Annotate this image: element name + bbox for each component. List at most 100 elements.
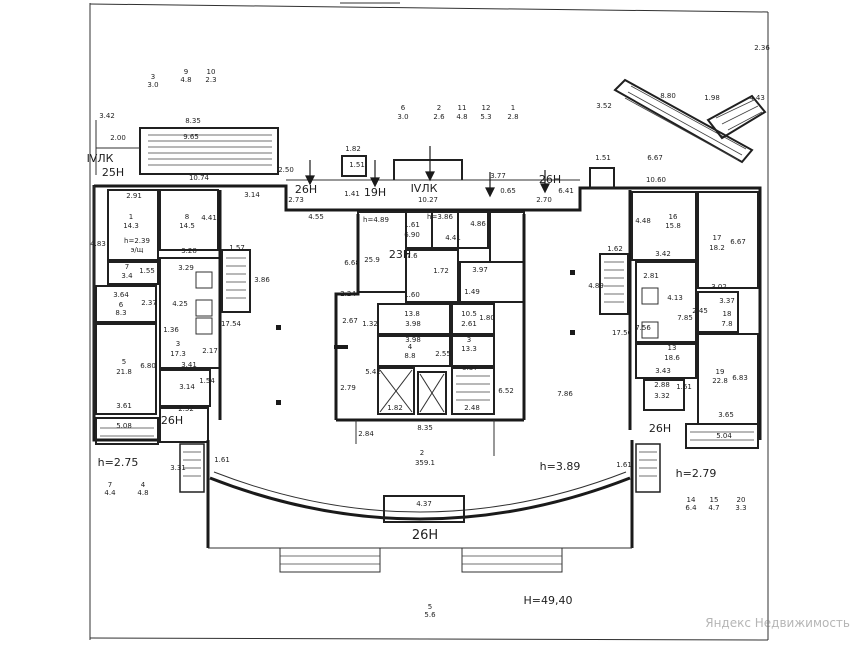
plan-label: 5.37 <box>462 364 478 372</box>
plan-label: 25.9 <box>364 256 380 264</box>
plan-label: 2.84 <box>358 430 374 438</box>
plan-label: 25Н <box>102 166 124 179</box>
plan-label: 2.8 <box>507 113 518 121</box>
plan-label: 3.14 <box>179 383 195 391</box>
plan-label: 8.3 <box>115 309 126 317</box>
plan-label: 3.28 <box>181 247 197 255</box>
plan-label: 5.04 <box>716 432 732 440</box>
plan-label: 4.7 <box>708 504 719 512</box>
plan-label: 6 <box>401 104 406 112</box>
plan-label: 17.54 <box>221 320 242 328</box>
plan-label: 4.41 <box>201 214 217 222</box>
plan-label: 2.52 <box>178 405 194 413</box>
plan-label: 6 <box>119 301 124 309</box>
plan-label: 6.4 <box>685 504 697 512</box>
plan-label: 7.85 <box>677 314 693 322</box>
plan-label: 26Н <box>412 528 438 543</box>
plan-label: 2.88 <box>654 381 670 389</box>
plan-label: 14.5 <box>179 222 195 230</box>
plan-label: 2.91 <box>126 192 142 200</box>
plan-label: 2.3 <box>205 76 216 84</box>
main-hall <box>179 440 661 573</box>
plan-label: 3.4 <box>121 272 133 280</box>
plan-label: 1.51 <box>595 154 611 162</box>
plan-label: 6.52 <box>498 387 514 395</box>
plan-label: 2 <box>420 449 424 457</box>
plan-label: 6.67 <box>730 238 746 246</box>
plan-label: 4.86 <box>470 220 486 228</box>
plan-label: 3.31 <box>170 464 186 472</box>
sheet-frame <box>89 2 769 641</box>
plan-label: 4.4 <box>104 489 116 497</box>
plan-label: 7 <box>108 481 112 489</box>
plan-label: 2.37 <box>141 299 157 307</box>
plan-label: h=3.86 <box>427 213 453 221</box>
plan-label: 4.43 <box>749 94 765 102</box>
plan-label: 18 <box>723 310 732 318</box>
plan-label: 3 <box>151 73 155 81</box>
plan-label: 0.65 <box>500 187 516 195</box>
plan-label: 3 <box>467 336 471 344</box>
plan-label: 1.98 <box>704 94 720 102</box>
plan-label: 10.27 <box>418 196 438 204</box>
plan-label: 1.51 <box>349 161 365 169</box>
plan-label: 14 <box>687 496 696 504</box>
plan-label: 7.56 <box>635 324 651 332</box>
plan-label: 8.80 <box>660 92 676 100</box>
plan-label: 2.70 <box>536 196 552 204</box>
plan-label: 2.00 <box>110 134 126 142</box>
plan-label: 12 <box>482 104 491 112</box>
plan-label: 5.42 <box>365 368 381 376</box>
plan-label: 3.98 <box>405 336 421 344</box>
plan-label: 4.8 <box>137 489 148 497</box>
plan-label: 6.80 <box>140 362 156 370</box>
plan-label: 2.45 <box>692 307 708 315</box>
plan-label: 21.8 <box>116 368 132 376</box>
plan-label: 1.36 <box>163 326 179 334</box>
plan-label: 3 <box>176 340 180 348</box>
plan-label: 3.42 <box>99 112 115 120</box>
plan-label: 3.14 <box>244 191 260 199</box>
plan-label: 3.64 <box>113 291 129 299</box>
plan-label: 9 <box>184 68 188 76</box>
plan-label: 2.17 <box>202 347 218 355</box>
plan-label: 4.37 <box>416 500 432 508</box>
plan-label: 26Н <box>649 422 671 435</box>
plan-label: 7.8 <box>721 320 732 328</box>
plan-label: 3.43 <box>655 367 671 375</box>
plan-label: 4 <box>141 481 146 489</box>
plan-label: 1.57 <box>229 244 245 252</box>
plan-label: h=4.89 <box>363 216 389 224</box>
plan-label: 1.60 <box>404 291 420 299</box>
plan-label: 15 <box>710 496 719 504</box>
plan-label: 1.54 <box>199 377 215 385</box>
plan-label: 1.82 <box>345 145 361 153</box>
plan-label: 1.61 <box>404 221 420 229</box>
plan-label: 10.74 <box>189 174 210 182</box>
plan-label: 359.1 <box>415 459 435 467</box>
plan-label: 6.67 <box>647 154 663 162</box>
plan-label: 20 <box>737 496 746 504</box>
plan-label: 2.61 <box>461 320 477 328</box>
plan-label: 6.68 <box>344 259 360 267</box>
plan-label: 5 <box>428 603 432 611</box>
plan-label: 3.02 <box>711 283 727 291</box>
plan-label: 11 <box>458 104 467 112</box>
plan-label: 17.56 <box>612 329 633 337</box>
plan-label: 2.81 <box>643 272 659 280</box>
plan-label: 19 <box>716 368 725 376</box>
plan-label: 10.60 <box>646 176 666 184</box>
plan-label: 1.62 <box>607 245 623 253</box>
plan-label: 1.32 <box>362 320 378 328</box>
plan-label: 3.65 <box>718 411 734 419</box>
plan-label: 18.6 <box>664 354 680 362</box>
plan-label: 2.6 <box>433 113 445 121</box>
plan-label: 9.65 <box>183 133 199 141</box>
plan-label: 4.41 <box>445 234 461 242</box>
plan-label: 23Н <box>389 248 411 261</box>
plan-label: 1.61 <box>676 383 692 391</box>
plan-label: 2.50 <box>278 166 294 174</box>
plan-label: 3.42 <box>655 250 671 258</box>
